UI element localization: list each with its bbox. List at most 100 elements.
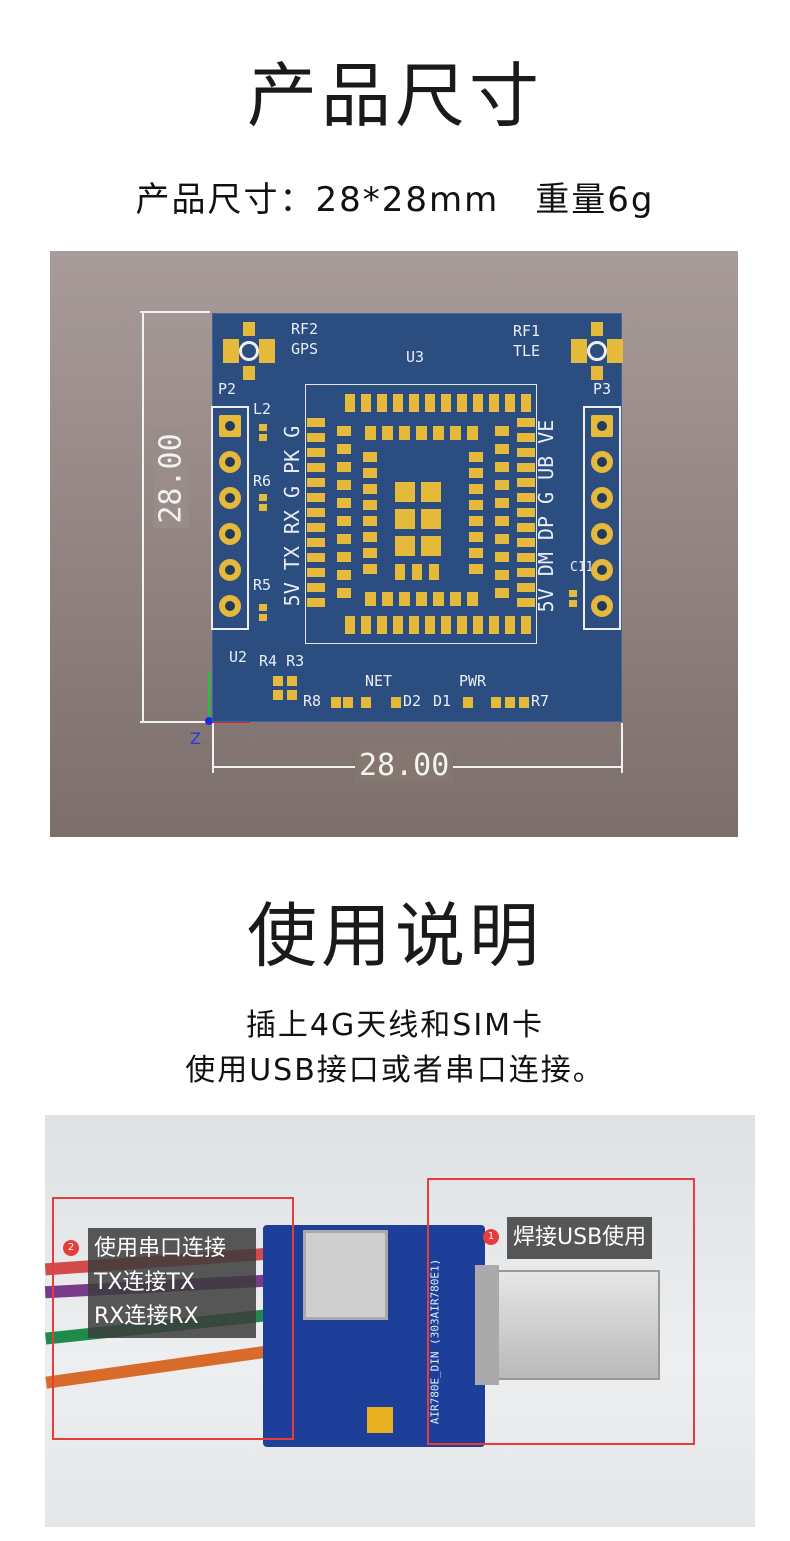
- inner-pad: [495, 570, 509, 580]
- module-pad: [473, 616, 483, 634]
- center-pad: [395, 536, 415, 556]
- inner-pad: [467, 592, 478, 606]
- label-r4-r3: R4 R3: [259, 652, 305, 670]
- inner-pad: [416, 592, 427, 606]
- label-gps: GPS: [291, 340, 319, 358]
- center-pad: [395, 482, 415, 502]
- inner-pad: [363, 548, 377, 558]
- dim-line-vertical: [142, 313, 144, 721]
- module-pad: [517, 523, 535, 532]
- label-r5: R5: [253, 576, 272, 594]
- module-pad: [489, 394, 499, 412]
- usage-line-2: 使用USB接口或者串口连接。: [185, 1053, 605, 1088]
- module-pad: [457, 616, 467, 634]
- label-tle: TLE: [513, 342, 541, 360]
- inner-pad: [337, 534, 351, 544]
- dim-ext-right: [621, 723, 623, 773]
- antenna-pad: [259, 339, 275, 363]
- dimension-subtitle: 产品尺寸：28*28mm 重量6g: [135, 180, 655, 220]
- header-pin-hole: [591, 559, 613, 581]
- module-pad: [457, 394, 467, 412]
- smd-pad: [361, 697, 371, 708]
- inner-pad: [337, 516, 351, 526]
- header-pin-hole: [591, 415, 613, 437]
- inner-pad: [495, 444, 509, 454]
- axis-y-icon: [208, 671, 210, 721]
- dim-horizontal-label: 28.00: [355, 748, 454, 783]
- inner-pad: [469, 564, 483, 574]
- header-pin-hole: [219, 559, 241, 581]
- module-pad: [517, 448, 535, 457]
- header-pin-hole: [219, 487, 241, 509]
- header-p2: [211, 406, 249, 630]
- inner-pad: [337, 444, 351, 454]
- module-pad: [307, 508, 325, 517]
- smd-pad: [569, 590, 577, 597]
- callout-serial: 使用串口连接 TX连接TX RX连接RX: [88, 1228, 256, 1338]
- section-title-usage: 使用说明: [247, 895, 543, 977]
- header-pin-hole: [219, 595, 241, 617]
- module-pad: [517, 568, 535, 577]
- smd-pad: [505, 697, 515, 708]
- module-pad: [307, 478, 325, 487]
- smd-pad: [259, 434, 267, 441]
- antenna-pad: [243, 366, 255, 380]
- inner-pad: [382, 592, 393, 606]
- inner-pad: [495, 534, 509, 544]
- usb-pads: [475, 1265, 499, 1385]
- module-pad: [307, 568, 325, 577]
- module-pad: [307, 598, 325, 607]
- capacitor: [367, 1407, 393, 1433]
- section-title-dimensions: 产品尺寸: [247, 55, 543, 137]
- inner-pad: [363, 484, 377, 494]
- inner-pad: [495, 462, 509, 472]
- inner-pad: [337, 570, 351, 580]
- inner-pad: [337, 588, 351, 598]
- inner-pad: [469, 452, 483, 462]
- usage-line-1: 插上4G天线和SIM卡: [245, 1008, 545, 1043]
- inner-pad: [495, 588, 509, 598]
- center-pad: [421, 482, 441, 502]
- antenna-pad: [243, 322, 255, 336]
- callout-serial-line: TX连接TX: [94, 1270, 196, 1295]
- module-pad: [345, 616, 355, 634]
- module-pad: [517, 478, 535, 487]
- inner-pad: [412, 564, 422, 580]
- callout-serial-line: 使用串口连接: [94, 1236, 227, 1261]
- label-p2: P2: [218, 380, 237, 398]
- label-left-pins: 5V TX RX G PK G: [280, 425, 304, 607]
- smd-pad: [519, 697, 529, 708]
- label-rf2: RF2: [291, 320, 319, 338]
- smd-pad: [343, 697, 353, 708]
- smd-pad: [273, 676, 283, 686]
- header-pin-hole: [591, 487, 613, 509]
- label-u2: U2: [229, 648, 248, 666]
- antenna-connector-icon: [239, 341, 259, 361]
- center-pad: [421, 536, 441, 556]
- module-pad: [425, 394, 435, 412]
- header-pin-hole: [591, 595, 613, 617]
- badge-1: 1: [483, 1229, 499, 1245]
- axis-origin-icon: [205, 717, 213, 725]
- module-pad: [517, 583, 535, 592]
- highlight-serial: [52, 1197, 294, 1440]
- module-pad: [517, 538, 535, 547]
- usb-connector: [485, 1270, 660, 1380]
- inner-pad: [399, 592, 410, 606]
- header-pin-hole: [219, 451, 241, 473]
- module-pad: [521, 394, 531, 412]
- inner-pad: [416, 426, 427, 440]
- inner-pad: [495, 498, 509, 508]
- inner-pad: [433, 426, 444, 440]
- module-pad: [409, 394, 419, 412]
- inner-pad: [433, 592, 444, 606]
- smd-pad: [259, 494, 267, 501]
- label-r8: R8: [303, 692, 322, 710]
- smd-pad: [273, 690, 283, 700]
- smd-pad: [287, 676, 297, 686]
- inner-pad: [382, 426, 393, 440]
- label-u3: U3: [406, 348, 425, 366]
- badge-2: 2: [63, 1240, 79, 1256]
- axis-z-label: Z: [190, 729, 201, 748]
- label-pwr: PWR: [459, 672, 487, 690]
